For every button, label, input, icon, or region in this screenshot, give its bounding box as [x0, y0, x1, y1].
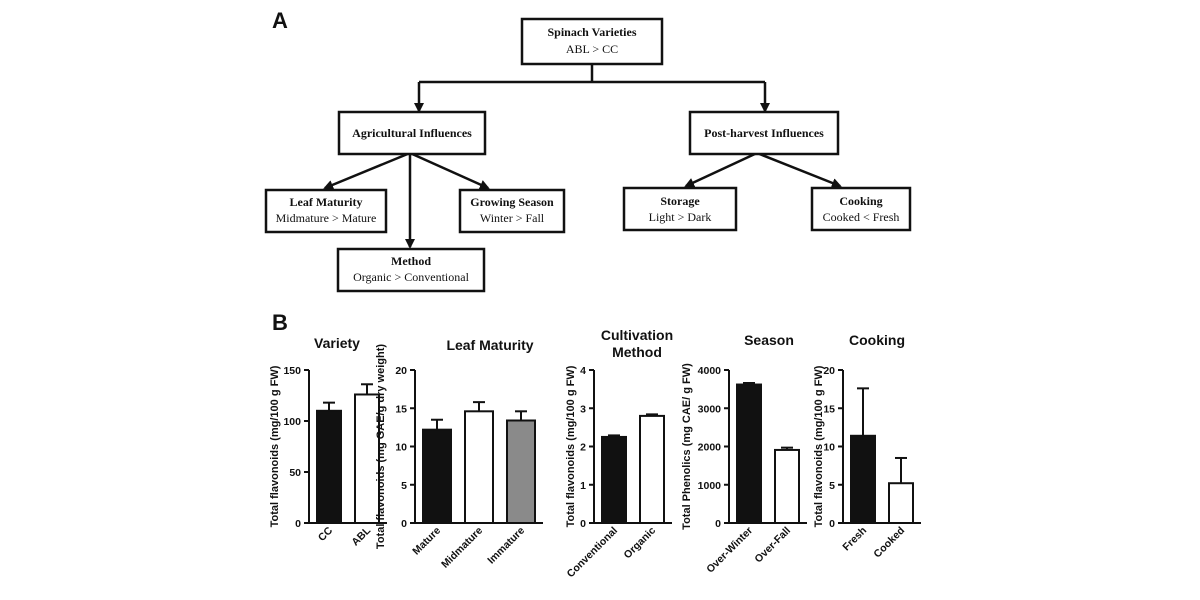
- box-method: Method Organic > Conventional: [336, 247, 486, 293]
- x-tick-label: Midmature: [439, 525, 485, 571]
- arrow-to-growing-season: [409, 151, 490, 190]
- box-title: Agricultural Influences: [352, 126, 472, 140]
- bar-fresh: [850, 434, 876, 525]
- chart-title: Season: [744, 332, 794, 348]
- box-leaf-maturity: Leaf Maturity Midmature > Mature: [264, 188, 388, 234]
- y-tick-label: 20: [395, 365, 407, 377]
- y-tick-label: 5: [829, 480, 835, 492]
- chart-title: Variety: [314, 335, 360, 351]
- y-tick-label: 0: [715, 518, 721, 530]
- y-axis-label: Total flavonoids (mg/100 g FW): [813, 365, 825, 527]
- y-tick-label: 0: [401, 518, 407, 530]
- bar-conventional: [601, 435, 627, 524]
- chart-title: Cultivation: [601, 327, 673, 343]
- bar-immature: [506, 419, 536, 524]
- y-tick-label: 3000: [698, 403, 722, 415]
- y-tick-label: 3: [580, 403, 586, 415]
- x-tick-label: ABL: [349, 524, 373, 548]
- box-growing-season: Growing Season Winter > Fall: [458, 188, 566, 234]
- x-tick-label: Over-Fall: [752, 525, 793, 566]
- arrow-to-storage: [684, 151, 758, 188]
- chart-title: Method: [612, 344, 662, 360]
- y-tick-label: 15: [395, 403, 407, 415]
- bar-mature: [422, 428, 452, 525]
- box-title: Storage: [660, 194, 700, 208]
- y-tick-label: 15: [823, 403, 835, 415]
- bar-cooked: [888, 482, 914, 524]
- y-axis-label: Total flavonoids (mg/100 g FW): [565, 365, 577, 527]
- x-tick-label: Organic: [622, 525, 659, 562]
- y-tick-label: 4: [580, 365, 586, 377]
- y-axis-label: Total Phenolics (mg CAE/ g FW): [681, 363, 693, 530]
- box-title: Post-harvest Influences: [704, 126, 824, 140]
- y-tick-label: 0: [580, 518, 586, 530]
- y-tick-label: 10: [395, 442, 407, 454]
- box-title: Method: [391, 254, 431, 268]
- panel-a-label: A: [272, 8, 288, 33]
- y-tick-label: 150: [283, 365, 301, 377]
- arrow-to-leaf-maturity: [323, 151, 411, 190]
- chart-leaf-maturity: Leaf Maturity Total flavonoids (mg GAE/g …: [375, 337, 543, 571]
- box-title: Leaf Maturity: [290, 195, 363, 209]
- y-tick-label: 4000: [698, 365, 722, 377]
- x-tick-label: Over-Winter: [704, 525, 755, 576]
- arrow-to-cooking: [756, 151, 842, 188]
- y-tick-label: 1: [580, 480, 586, 492]
- box-postharvest-influences: Post-harvest Influences: [688, 110, 840, 156]
- box-subtitle: Organic > Conventional: [353, 270, 470, 284]
- box-subtitle: Midmature > Mature: [276, 211, 377, 225]
- y-tick-label: 100: [283, 416, 301, 428]
- bar-organic: [639, 414, 665, 524]
- box-subtitle: ABL > CC: [566, 42, 618, 56]
- y-tick-label: 1000: [698, 480, 722, 492]
- y-tick-label: 5: [401, 480, 407, 492]
- x-tick-label: Immature: [485, 525, 527, 567]
- box-title: Spinach Varieties: [547, 25, 636, 39]
- y-tick-label: 2: [580, 442, 586, 454]
- y-tick-label: 50: [289, 467, 301, 479]
- y-tick-label: 10: [823, 442, 835, 454]
- bar-over-winter: [736, 383, 762, 524]
- y-axis-label: Total flavonoids (mg GAE/g dry weight): [375, 344, 387, 549]
- chart-title: Leaf Maturity: [446, 337, 533, 353]
- box-agricultural-influences: Agricultural Influences: [337, 110, 487, 156]
- box-cooking: Cooking Cooked < Fresh: [810, 186, 912, 232]
- y-tick-label: 2000: [698, 442, 722, 454]
- flowchart-connectors: [323, 64, 842, 249]
- bar-abl: [354, 393, 380, 525]
- box-subtitle: Winter > Fall: [480, 211, 545, 225]
- chart-title: Cooking: [849, 332, 905, 348]
- y-tick-label: 0: [295, 518, 301, 530]
- bar-midmature: [464, 410, 494, 524]
- box-title: Cooking: [839, 194, 882, 208]
- x-tick-label: Mature: [410, 525, 443, 558]
- box-spinach-varieties: Spinach Varieties ABL > CC: [520, 17, 664, 66]
- panel-b-label: B: [272, 310, 288, 335]
- x-tick-label: Cooked: [871, 525, 907, 561]
- bar-cc: [316, 409, 342, 524]
- box-subtitle: Light > Dark: [649, 210, 712, 224]
- x-tick-label: Fresh: [840, 525, 869, 554]
- box-storage: Storage Light > Dark: [622, 186, 738, 232]
- bar-over-fall: [774, 448, 800, 525]
- box-subtitle: Cooked < Fresh: [823, 210, 900, 224]
- y-axis-label: Total flavonoids (mg/100 g FW): [269, 365, 281, 527]
- box-title: Growing Season: [470, 195, 554, 209]
- y-tick-label: 20: [823, 365, 835, 377]
- y-tick-label: 0: [829, 518, 835, 530]
- x-tick-label: CC: [316, 524, 336, 544]
- x-tick-label: Conventional: [565, 525, 621, 581]
